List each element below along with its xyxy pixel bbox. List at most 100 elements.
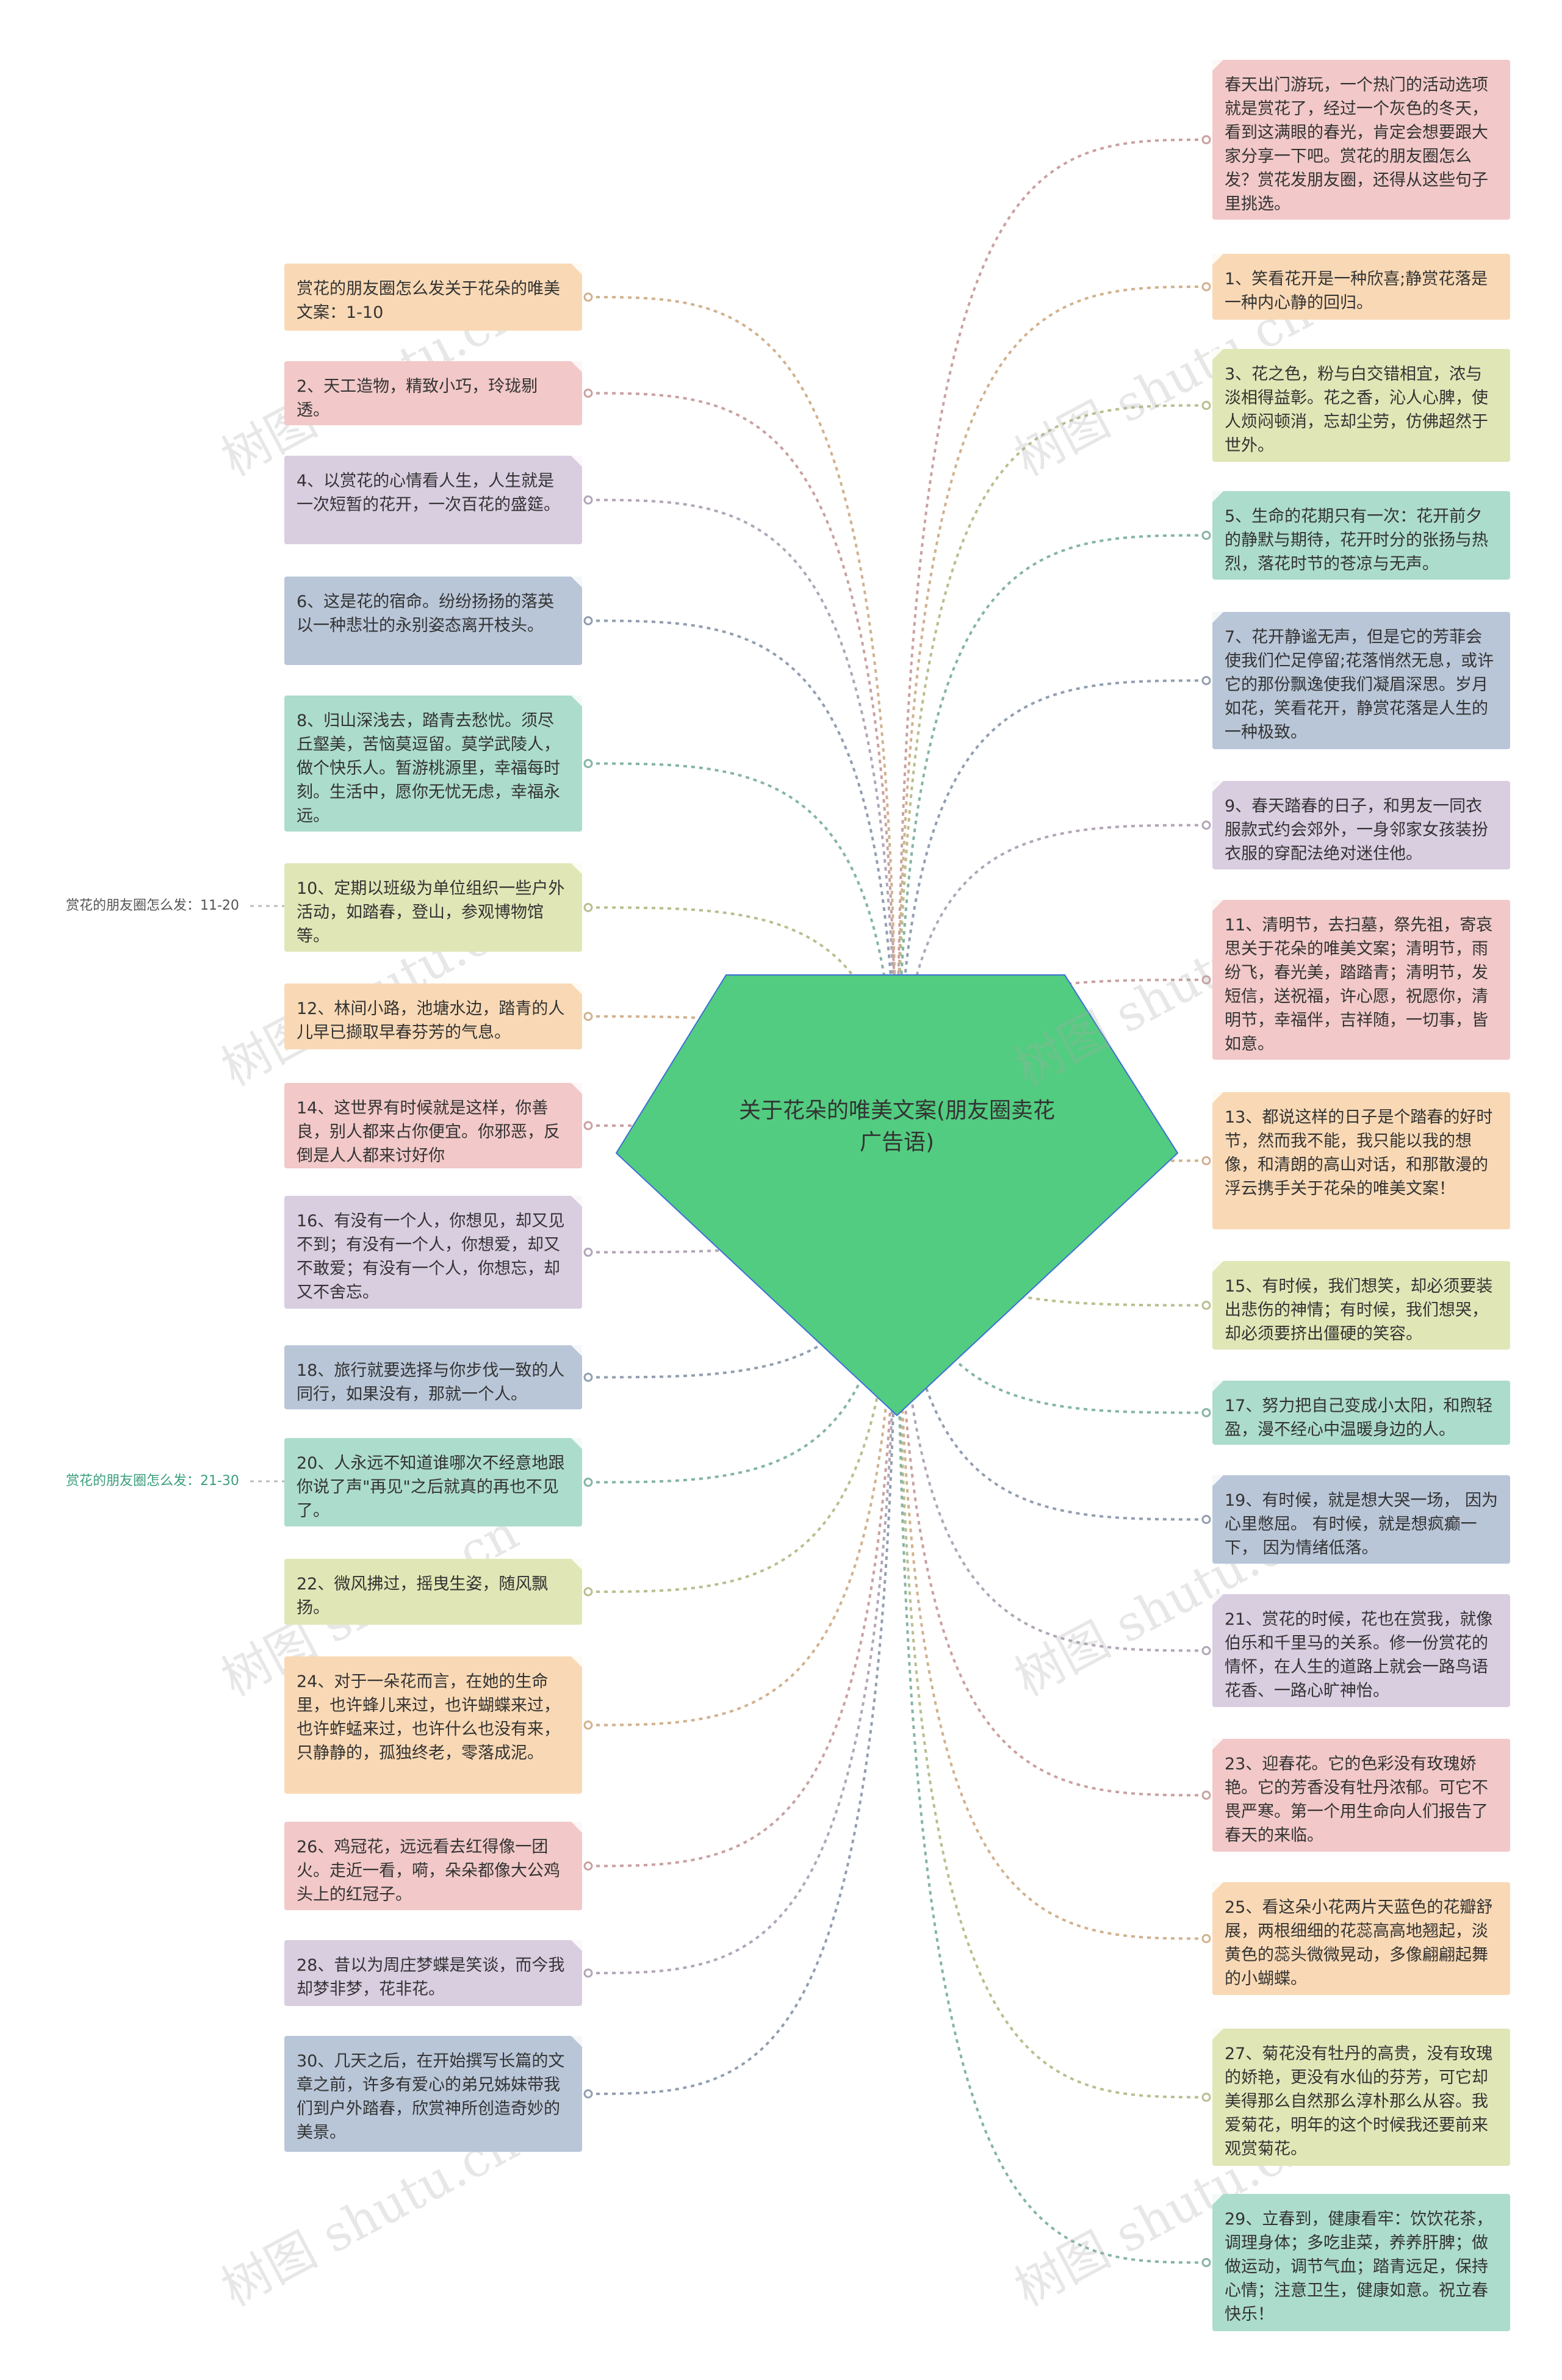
connector-dot	[583, 389, 593, 398]
connector-dot	[1201, 1646, 1211, 1655]
topic-text: 24、对于一朵花而言，在她的生命里，也许蜂儿来过，也许蝴蝶来过，也许蚱蜢来过，也…	[297, 1672, 560, 1763]
topic-text: 18、旅行就要选择与你步伐一致的人同行，如果没有，那就一个人。	[297, 1361, 565, 1404]
connector-dot	[583, 759, 593, 768]
side-label-21-30[interactable]: 赏花的朋友圈怎么发：21-30	[66, 1473, 239, 1489]
right-topic-node[interactable]: 19、有时候，就是想大哭一场， 因为心里憋屈。 有时候，就是想疯癫一下， 因为情…	[1212, 1475, 1510, 1564]
connector-dot	[583, 1861, 593, 1871]
right-connector	[896, 1159, 1207, 1652]
right-topic-node[interactable]: 11、清明节，去扫墓，祭先祖，寄哀思关于花朵的唯美文案；清明节，雨纷飞，春光美，…	[1212, 900, 1510, 1060]
topic-text: 10、定期以班级为单位组织一些户外活动，如踏春，登山，参观博物馆等。	[297, 879, 565, 946]
left-topic-node[interactable]: 24、对于一朵花而言，在她的生命里，也许蜂儿来过，也许蝴蝶来过，也许蚱蜢来过，也…	[284, 1656, 582, 1794]
topic-text: 11、清明节，去扫墓，祭先祖，寄哀思关于花朵的唯美文案；清明节，雨纷飞，春光美，…	[1225, 916, 1493, 1054]
topic-text: 26、鸡冠花，远远看去红得像一团火。走近一看，嗬，朵朵都像大公鸡头上的红冠子。	[297, 1838, 560, 1904]
connector-dot	[583, 616, 593, 625]
right-connector	[896, 534, 1207, 1160]
right-topic-node[interactable]: 21、赏花的时候，花也在赏我，就像伯乐和千里马的关系。修一份赏花的情怀，在人生的…	[1212, 1594, 1510, 1707]
connector-dot	[583, 1248, 593, 1257]
right-connector	[896, 404, 1207, 1160]
left-topic-node[interactable]: 22、微风拂过，摇曳生姿，随风飘扬。	[284, 1559, 582, 1625]
topic-text: 9、春天踏春的日子，和男友一同衣服款式约会郊外，一身邻家女孩装扮衣服的穿配法绝对…	[1225, 797, 1488, 863]
right-topic-node[interactable]: 9、春天踏春的日子，和男友一同衣服款式约会郊外，一身邻家女孩装扮衣服的穿配法绝对…	[1212, 781, 1510, 869]
topic-text: 29、立春到，健康看牢：饮饮花茶，调理身体；多吃韭菜，养养肝脾；做做运动，调节气…	[1225, 2210, 1493, 2324]
connector-dot	[583, 1587, 593, 1597]
connector-dot	[583, 1121, 593, 1131]
right-topic-node[interactable]: 27、菊花没有牡丹的高贵，没有玫瑰的娇艳，更没有水仙的芬芳，可它却美得那么自然那…	[1212, 2029, 1510, 2166]
right-connector	[896, 138, 1207, 1160]
topic-text: 20、人永远不知道谁哪次不经意地跟你说了声"再见"之后就真的再也不见了。	[297, 1454, 565, 1520]
right-topic-node[interactable]: 春天出门游玩，一个热门的活动选项就是赏花了，经过一个灰色的冬天，看到这满眼的春光…	[1212, 60, 1510, 220]
connector-dot	[1201, 135, 1211, 145]
topic-text: 3、花之色，粉与白交错相宜，浓与淡相得益彰。花之香，沁人心脾，使人烦闷顿消，忘却…	[1225, 365, 1488, 455]
left-topic-node[interactable]: 26、鸡冠花，远远看去红得像一团火。走近一看，嗬，朵朵都像大公鸡头上的红冠子。	[284, 1822, 582, 1910]
connector-dot	[583, 1373, 593, 1382]
right-connector	[896, 1159, 1207, 1521]
topic-text: 27、菊花没有牡丹的高贵，没有玫瑰的娇艳，更没有水仙的芬芳，可它却美得那么自然那…	[1225, 2044, 1493, 2159]
right-connector	[896, 1159, 1207, 2264]
topic-text: 7、花开静谧无声，但是它的芳菲会使我们伫足停留;花落悄然无息，或许它的那份飘逸使…	[1225, 628, 1494, 742]
left-connector	[588, 1159, 898, 2095]
right-connector	[896, 286, 1207, 1160]
topic-text: 16、有没有一个人，你想见，却又见不到；有没有一个人，你想爱，却又不敢爱；有没有…	[297, 1212, 565, 1302]
connector-dot	[1201, 975, 1211, 985]
right-topic-node[interactable]: 7、花开静谧无声，但是它的芳菲会使我们伫足停留;花落悄然无息，或许它的那份飘逸使…	[1212, 612, 1510, 749]
topic-text: 春天出门游玩，一个热门的活动选项就是赏花了，经过一个灰色的冬天，看到这满眼的春光…	[1225, 76, 1488, 214]
right-topic-node[interactable]: 15、有时候，我们想笑，却必须要装出悲伤的神情；有时候，我们想哭，却必须要挤出僵…	[1212, 1261, 1510, 1350]
left-topic-node[interactable]: 30、几天之后，在开始撰写长篇的文章之前，许多有爱心的弟兄姊妹带我们到户外踏春，…	[284, 2036, 582, 2152]
connector-dot	[583, 1012, 593, 1021]
connector-dot	[583, 495, 593, 505]
left-connector	[588, 392, 898, 1160]
connector-dot	[1201, 2258, 1211, 2267]
left-topic-node[interactable]: 10、定期以班级为单位组织一些户外活动，如踏春，登山，参观博物馆等。	[284, 863, 582, 952]
connector-dot	[1201, 1515, 1211, 1524]
topic-text: 5、生命的花期只有一次：花开前夕的静默与期待，花开时分的张扬与热烈，落花时节的苍…	[1225, 507, 1488, 573]
topic-text: 17、努力把自己变成小太阳，和煦轻盈，漫不经心中温暖身边的人。	[1225, 1397, 1493, 1439]
topic-text: 2、天工造物，精致小巧，玲珑剔透。	[297, 377, 538, 420]
left-topic-node[interactable]: 8、归山深浅去，踏青去愁忧。须尽丘壑美，苦恼莫逗留。莫学武陵人，做个快乐人。暂游…	[284, 696, 582, 832]
right-connector	[896, 1159, 1207, 2099]
right-topic-node[interactable]: 23、迎春花。它的色彩没有玫瑰娇艳。它的芳香没有牡丹浓郁。可它不畏严寒。第一个用…	[1212, 1739, 1510, 1852]
left-topic-node[interactable]: 18、旅行就要选择与你步伐一致的人同行，如果没有，那就一个人。	[284, 1345, 582, 1409]
topic-text: 21、赏花的时候，花也在赏我，就像伯乐和千里马的关系。修一份赏花的情怀，在人生的…	[1225, 1610, 1493, 1700]
connector-dot	[1201, 821, 1211, 830]
connector-dot	[1201, 1934, 1211, 1943]
connector-dot	[1201, 531, 1211, 540]
connector-dot	[583, 292, 593, 302]
connector-dot	[1201, 1408, 1211, 1417]
topic-text: 12、林间小路，池塘水边，踏青的人儿早已撷取早春芬芳的气息。	[297, 999, 565, 1042]
right-topic-node[interactable]: 13、都说这样的日子是个踏春的好时节，然而我不能，我只能以我的想像，和清朗的高山…	[1212, 1092, 1510, 1229]
topic-text: 15、有时候，我们想笑，却必须要装出悲伤的神情；有时候，我们想哭，却必须要挤出僵…	[1225, 1277, 1493, 1343]
topic-text: 22、微风拂过，摇曳生姿，随风飘扬。	[297, 1575, 549, 1617]
topic-text: 6、这是花的宿命。纷纷扬扬的落英以一种悲壮的永别姿态离开枝头。	[297, 592, 555, 635]
side-label-11-20[interactable]: 赏花的朋友圈怎么发：11-20	[66, 898, 239, 913]
central-topic-title[interactable]: 关于花朵的唯美文案(朋友圈卖花广告语)	[738, 1098, 1056, 1155]
topic-text: 23、迎春花。它的色彩没有玫瑰娇艳。它的芳香没有牡丹浓郁。可它不畏严寒。第一个用…	[1225, 1755, 1488, 1845]
right-topic-node[interactable]: 25、看这朵小花两片天蓝色的花瓣舒展，两根细细的花蕊高高地翘起，淡黄色的蕊头微微…	[1212, 1882, 1510, 1995]
left-topic-node[interactable]: 14、这世界有时候就是这样，你善良，别人都来占你便宜。你邪恶，反倒是人人都来讨好…	[284, 1083, 582, 1168]
left-topic-node[interactable]: 28、昔以为周庄梦蝶是笑谈，而今我却梦非梦，花非花。	[284, 1940, 582, 2006]
left-connector	[588, 1159, 898, 1868]
connector-dot	[583, 2089, 593, 2099]
right-topic-node[interactable]: 17、努力把自己变成小太阳，和煦轻盈，漫不经心中温暖身边的人。	[1212, 1381, 1510, 1445]
right-topic-node[interactable]: 29、立春到，健康看牢：饮饮花茶，调理身体；多吃韭菜，养养肝脾；做做运动，调节气…	[1212, 2194, 1510, 2331]
right-topic-node[interactable]: 5、生命的花期只有一次：花开前夕的静默与期待，花开时分的张扬与热烈，落花时节的苍…	[1212, 491, 1510, 580]
topic-text: 28、昔以为周庄梦蝶是笑谈，而今我却梦非梦，花非花。	[297, 1956, 565, 1999]
left-topic-node[interactable]: 16、有没有一个人，你想见，却又见不到；有没有一个人，你想爱，却又不敢爱；有没有…	[284, 1196, 582, 1309]
right-topic-node[interactable]: 3、花之色，粉与白交错相宜，浓与淡相得益彰。花之香，沁人心脾，使人烦闷顿消，忘却…	[1212, 349, 1510, 462]
left-topic-node[interactable]: 20、人永远不知道谁哪次不经意地跟你说了声"再见"之后就真的再也不见了。	[284, 1438, 582, 1526]
connector-dot	[1201, 401, 1211, 410]
left-topic-node[interactable]: 2、天工造物，精致小巧，玲珑剔透。	[284, 361, 582, 425]
left-topic-node[interactable]: 赏花的朋友圈怎么发关于花朵的唯美文案：1-10	[284, 264, 582, 331]
connector-dot	[583, 1720, 593, 1730]
left-topic-node[interactable]: 4、以赏花的心情看人生，人生就是一次短暂的花开，一次百花的盛筵。	[284, 456, 582, 544]
topic-text: 4、以赏花的心情看人生，人生就是一次短暂的花开，一次百花的盛筵。	[297, 472, 560, 514]
right-connector	[896, 824, 1207, 1160]
topic-text: 1、笑看花开是一种欣喜;静赏花落是一种内心静的回归。	[1225, 270, 1488, 312]
left-topic-node[interactable]: 6、这是花的宿命。纷纷扬扬的落英以一种悲壮的永别姿态离开枝头。	[284, 577, 582, 665]
right-topic-node[interactable]: 1、笑看花开是一种欣喜;静赏花落是一种内心静的回归。	[1212, 254, 1510, 320]
topic-text: 8、归山深浅去，踏青去愁忧。须尽丘壑美，苦恼莫逗留。莫学武陵人，做个快乐人。暂游…	[297, 711, 560, 825]
topic-text: 30、几天之后，在开始撰写长篇的文章之前，许多有爱心的弟兄姊妹带我们到户外踏春，…	[297, 2052, 565, 2142]
left-connector	[588, 1159, 898, 1974]
left-topic-node[interactable]: 12、林间小路，池塘水边，踏青的人儿早已撷取早春芬芳的气息。	[284, 983, 582, 1049]
